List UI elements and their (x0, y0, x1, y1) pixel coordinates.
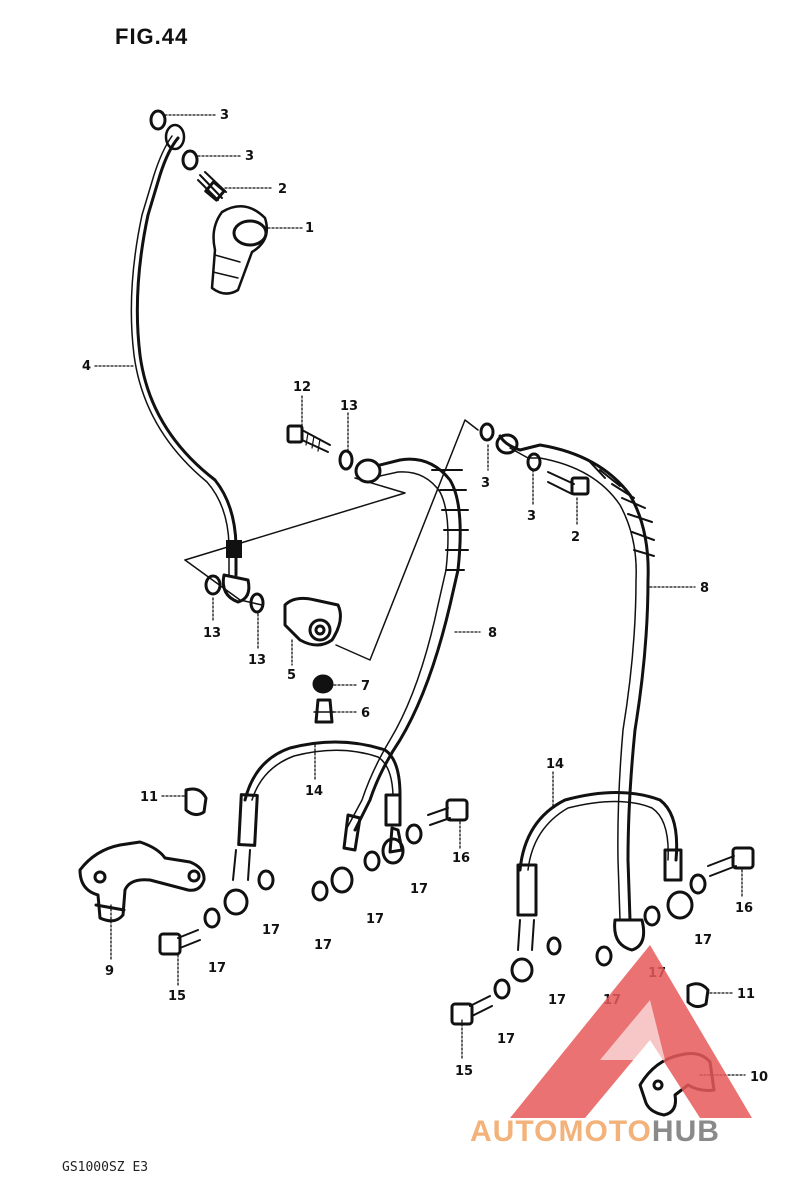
washer-upper-2 (181, 149, 199, 171)
callout-8a: 8 (488, 626, 497, 641)
callout-13a: 13 (340, 399, 358, 414)
callout-1: 1 (305, 221, 314, 236)
callout-11b: 11 (737, 987, 755, 1002)
washer-13-upper (338, 449, 354, 471)
callout-3d: 3 (527, 509, 536, 524)
callout-17a: 17 (262, 923, 280, 938)
banjo-bolt-upper (197, 171, 227, 202)
callout-17f: 17 (548, 993, 566, 1008)
callout-16b: 16 (735, 901, 753, 916)
callout-3a: 3 (220, 108, 229, 123)
callout-9: 9 (105, 964, 114, 979)
bleeder-cap-7 (312, 674, 334, 694)
callout-17d: 17 (366, 912, 384, 927)
hose-bracket-9 (78, 840, 206, 923)
master-cylinder (210, 205, 269, 295)
washer-upper-1 (149, 109, 167, 131)
bolt-12 (286, 424, 331, 453)
brake-hose-8-center (346, 457, 469, 832)
callout-17b: 17 (208, 961, 226, 976)
callout-17j: 17 (497, 1032, 515, 1047)
hose-clip-11-right (686, 982, 710, 1009)
washer-3-right (479, 422, 495, 442)
callout-16a: 16 (452, 851, 470, 866)
bolt-15-left (158, 929, 201, 956)
callout-17c: 17 (314, 938, 332, 953)
model-code: GS1000SZ E3 (62, 1160, 149, 1175)
washer-13-mid (249, 592, 265, 614)
callout-4: 4 (82, 359, 91, 374)
watermark-text-secondary: HUB (651, 1115, 720, 1148)
watermark-logo-icon (510, 945, 752, 1118)
washer-3-right-2 (526, 452, 542, 472)
washers-17 (203, 823, 707, 1000)
watermark-text: AUTOMOTOHUB (470, 1115, 720, 1149)
banjo-bolt-2-right (547, 471, 590, 496)
callout-8b: 8 (700, 581, 709, 596)
callout-3b: 3 (245, 149, 254, 164)
brake-hose-14-left (223, 740, 405, 916)
callout-11a: 11 (140, 790, 158, 805)
callout-7: 7 (361, 679, 370, 694)
banjo-bolt-16-right (707, 846, 755, 877)
brake-hose-4 (130, 123, 251, 604)
callout-14a: 14 (305, 784, 323, 799)
callout-13b: 13 (203, 626, 221, 641)
callout-6: 6 (361, 706, 370, 721)
watermark-text-primary: AUTOMOTO (470, 1115, 652, 1148)
callout-3c: 3 (481, 476, 490, 491)
washer-13-left (204, 574, 222, 596)
callout-14b: 14 (546, 757, 564, 772)
callout-17i: 17 (694, 933, 712, 948)
callout-15b: 15 (455, 1064, 473, 1079)
callout-15a: 15 (168, 989, 186, 1004)
callout-2a: 2 (278, 182, 287, 197)
callout-10: 10 (750, 1070, 768, 1085)
brake-hose-14-right (510, 791, 694, 983)
banjo-bolt-16-left (427, 798, 469, 826)
bleeder-valve-6 (313, 698, 335, 724)
callout-5: 5 (287, 668, 296, 683)
junction-block-5 (283, 596, 342, 647)
bolt-15-right (450, 995, 493, 1026)
callout-12: 12 (293, 380, 311, 395)
brake-hose-8-right (495, 433, 655, 952)
figure-title: FIG.44 (115, 24, 189, 49)
callout-17e: 17 (410, 882, 428, 897)
hose-clip-11-left (184, 787, 208, 817)
callout-2b: 2 (571, 530, 580, 545)
callout-13c: 13 (248, 653, 266, 668)
